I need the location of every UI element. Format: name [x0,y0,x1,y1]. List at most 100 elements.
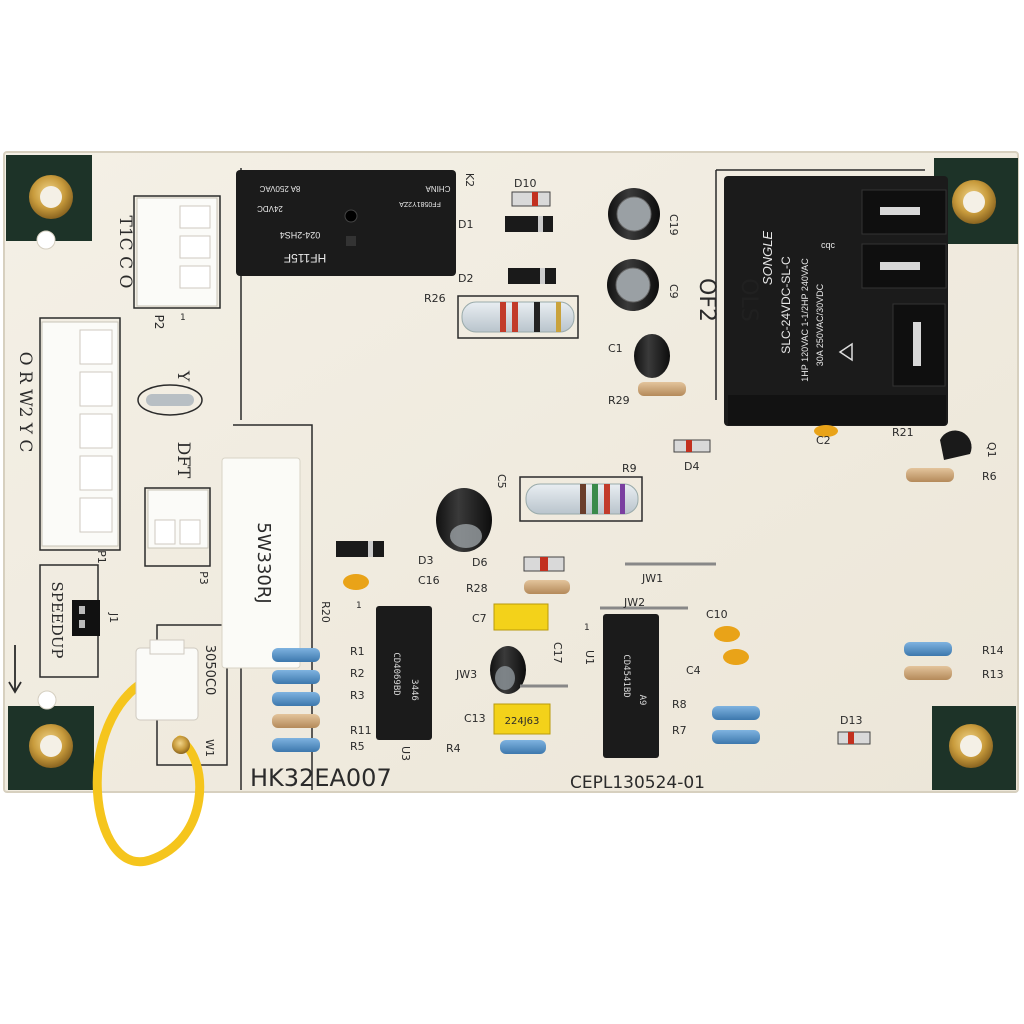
via-hole [37,690,57,710]
silk-speedup: SPEEDUP [48,581,66,658]
u3-lot: 3446 [409,679,419,701]
k1-model: SLC-24VDC-SL-C [779,256,793,354]
silk-p2: P2 [152,315,166,330]
diode-d10 [511,191,551,207]
label-jw1: JW1 [641,572,663,585]
label-pin-one-u3: 1 [356,601,362,611]
label-d4: D4 [684,460,699,473]
transistor-q1 [940,430,972,460]
label-jw2: JW2 [623,596,645,609]
arrow-down-icon [8,645,22,694]
label-q1: Q1 [985,442,998,458]
label-jw3: JW3 [455,668,477,681]
label-c2: C2 [816,434,831,447]
connector-p3 [147,489,209,549]
label-r28: R28 [466,582,488,595]
capacitor-c2 [814,425,838,437]
u1-lot: A9 [637,695,647,706]
k2-origin: CHINA [425,184,451,193]
k2-code: FF0581Y2ZA [399,200,441,207]
label-c16: C16 [418,574,440,587]
label-d10: D10 [514,177,536,190]
small-resistors [272,382,954,754]
wire-w1 [92,639,205,867]
capacitor-c4 [723,649,749,665]
r20-marking: 5W330RJ [253,522,274,603]
capacitor-c16 [343,574,369,590]
label-r9: R9 [622,462,637,475]
label-r14: R14 [982,644,1004,657]
label-c13: C13 [464,712,486,725]
silk-p1-pins: O R W2 Y C [15,352,35,453]
silkscreen-lines [39,168,925,790]
label-c5: C5 [495,474,508,489]
k1-mark: cqc [821,240,836,250]
capacitor-c1 [634,334,670,378]
silk-j1: J1 [107,612,120,623]
silk-p2-pins: T1C C O [115,216,135,289]
c13-marking: 224J63 [505,716,540,727]
label-r2: R2 [350,667,365,680]
silk-y: Y [174,370,193,382]
silk-dft: DFT [173,442,193,479]
silk-p3: P3 [197,571,210,585]
connector-p2 [136,197,218,307]
board-model: HK32EA007 [250,764,392,792]
power-resistor-r20: 5W330RJ [221,457,301,669]
k2-rating: 8A 250VAC [259,184,300,193]
mounting-hole-top-left [6,155,92,241]
label-pin-one-u1: 1 [584,623,590,633]
label-r29: R29 [608,394,630,407]
jumper-y [137,384,203,416]
k1-rating-1: 1HP 120VAC 1-1/2HP 240VAC [800,258,810,382]
k1-brand: SONGLE [760,231,775,286]
ic-u1: CD4541BD A9 [603,614,659,758]
relay-k2: HF115F 024-2HS4 24VDC 8A 250VAC CHINA FF… [236,170,456,276]
label-r6: R6 [982,470,997,483]
label-c1: C1 [608,342,623,355]
label-d13: D13 [840,714,862,727]
label-r1: R1 [350,645,365,658]
label-r3: R3 [350,689,365,702]
label-r5: R5 [350,740,365,753]
label-r13: R13 [982,668,1004,681]
resistor-r9 [525,483,639,515]
label-c19: C19 [667,214,680,236]
label-r11: R11 [350,724,372,737]
label-c7: C7 [472,612,487,625]
mounting-hole-bottom-right [932,706,1016,790]
label-d1: D1 [458,218,473,231]
label-r21: R21 [892,426,914,439]
ic-u3: CD4069BD 3446 [376,606,432,740]
relay-k1: SONGLE SLC-24VDC-SL-C 1HP 120VAC 1-1/2HP… [724,176,948,426]
label-r4: R4 [446,742,461,755]
capacitor-c9 [607,259,659,311]
diode-d3 [336,541,384,557]
label-d3: D3 [418,554,433,567]
diode-d6 [523,556,565,572]
silk-ols: OLS [736,278,761,322]
jumper-j1 [72,600,100,636]
label-u1: U1 [583,650,596,665]
capacitor-c7 [493,603,549,631]
diode-d1 [505,216,553,232]
label-u3: U3 [399,746,412,761]
diode-d13 [837,731,871,745]
diode-d2 [508,268,556,284]
silk-w1-pins: 3050C0 [202,645,217,695]
label-r7: R7 [672,724,687,737]
silk-p1: P1 [95,550,108,564]
label-d2: D2 [458,272,473,285]
silk-w1: W1 [203,739,216,757]
k2-coil: 024-2HS4 [280,230,321,240]
capacitor-c13: 224J63 [493,703,551,735]
label-c4: C4 [686,664,701,677]
warning-triangle-icon [838,342,853,362]
connector-p1 [41,321,119,547]
u1-part: CD4541BD [621,654,631,697]
resistor-r26 [461,301,575,333]
board-revision: CEPL130524-01 [570,773,705,793]
label-r8: R8 [672,698,687,711]
k2-coil-voltage: 24VDC [257,204,283,213]
